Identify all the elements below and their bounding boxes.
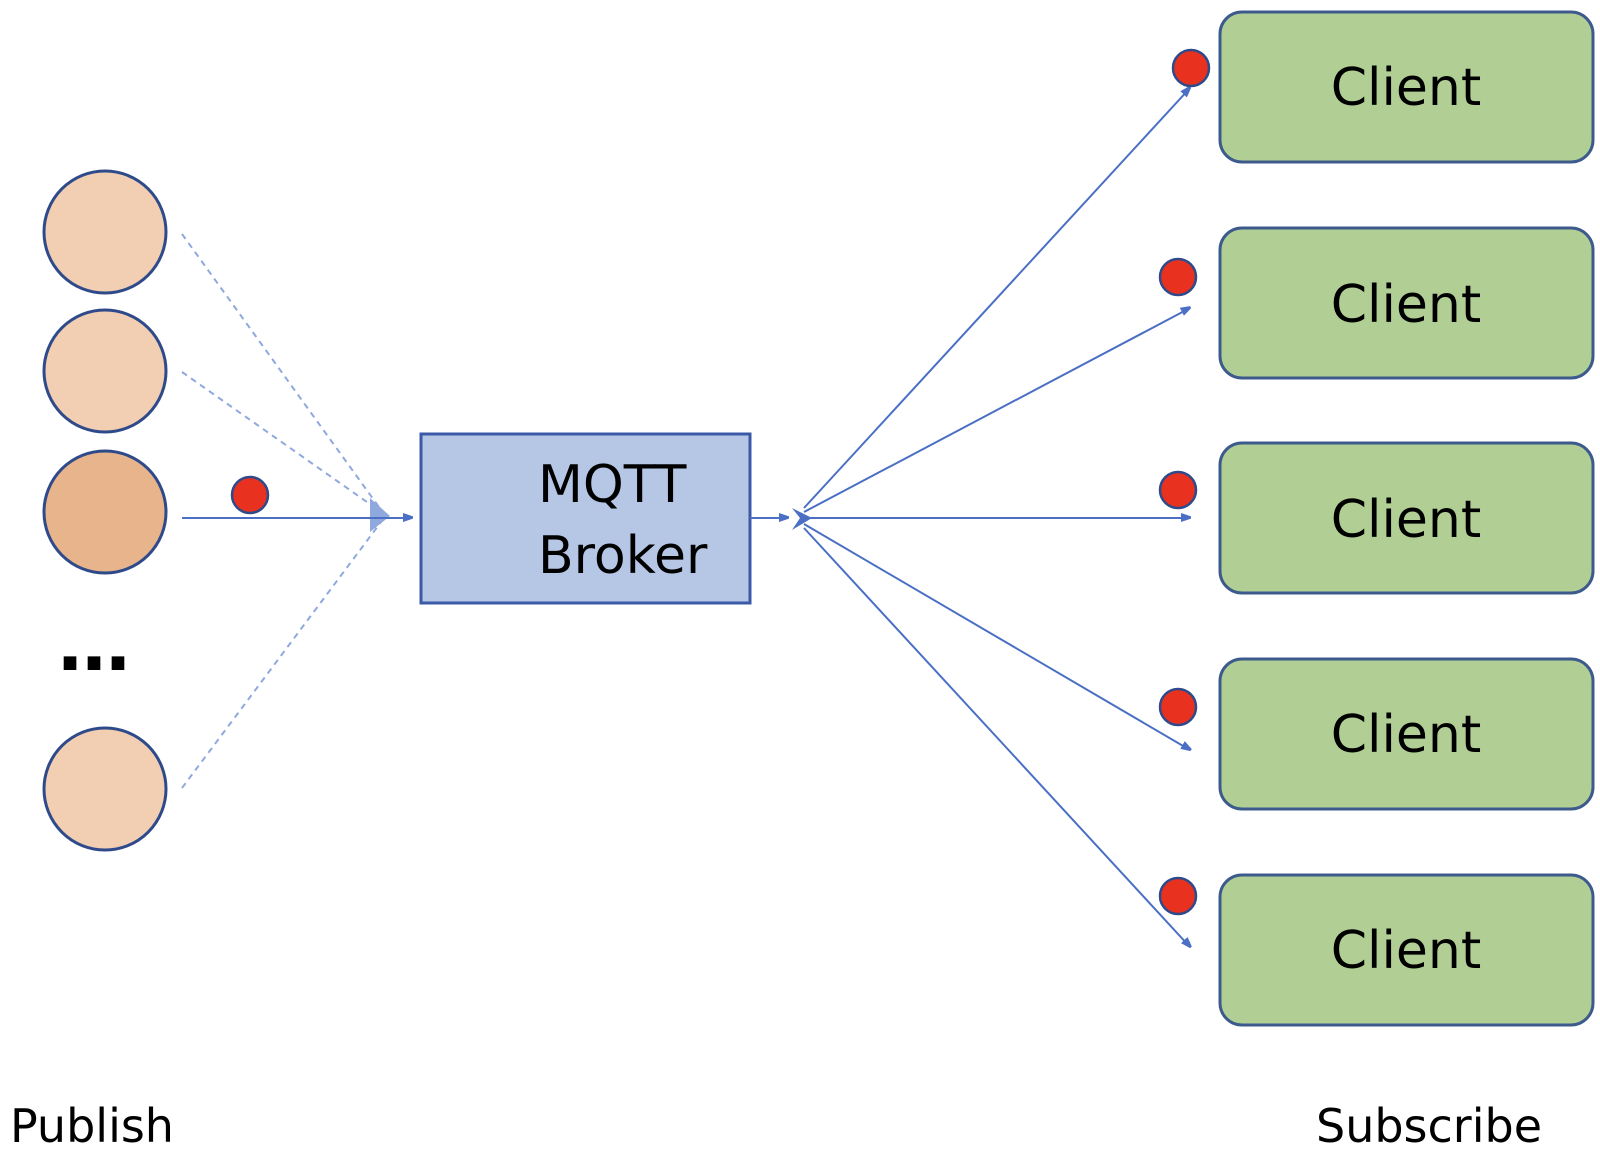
- subscribe-line-4: [803, 523, 1190, 750]
- client-label-2: Client: [1331, 275, 1482, 335]
- client-message-dot-1: [1171, 48, 1211, 88]
- client-message-dot-2: [1158, 257, 1198, 297]
- subscribe-line-2: [803, 308, 1190, 513]
- client-label-1: Client: [1331, 58, 1482, 118]
- subscribe-caption: Subscribe: [1316, 1099, 1542, 1153]
- publish-line-dashed-1: [181, 233, 385, 515]
- broker-label-line2: Broker: [538, 526, 708, 586]
- subscribe-line-5: [803, 527, 1190, 947]
- client-label-5: Client: [1331, 921, 1482, 981]
- publisher-node-n: [42, 726, 168, 852]
- client-box-4: [1218, 657, 1595, 811]
- client-message-dot-3: [1158, 470, 1198, 510]
- publish-line-dashed-3: [181, 517, 385, 789]
- client-box-2: [1218, 226, 1595, 380]
- publisher-ellipsis: …: [58, 603, 130, 687]
- publish-line-dashed-2: [181, 371, 385, 515]
- client-message-dot-4: [1158, 687, 1198, 727]
- publish-caption: Publish: [10, 1099, 174, 1153]
- client-box-5: [1218, 873, 1595, 1027]
- subscribe-line-1: [803, 88, 1190, 509]
- client-message-dot-5: [1158, 876, 1198, 916]
- merge-arrowhead: [370, 498, 390, 532]
- client-box-1: [1218, 10, 1595, 164]
- client-label-4: Client: [1331, 705, 1482, 765]
- publisher-node-active: [42, 449, 168, 575]
- client-box-3: [1218, 441, 1595, 595]
- publisher-node-2: [42, 308, 168, 434]
- client-label-3: Client: [1331, 490, 1482, 550]
- fanout-hub: [792, 508, 812, 530]
- broker-label-line1: MQTT: [538, 455, 687, 515]
- publisher-node-1: [42, 169, 168, 295]
- publish-message-dot: [230, 475, 270, 515]
